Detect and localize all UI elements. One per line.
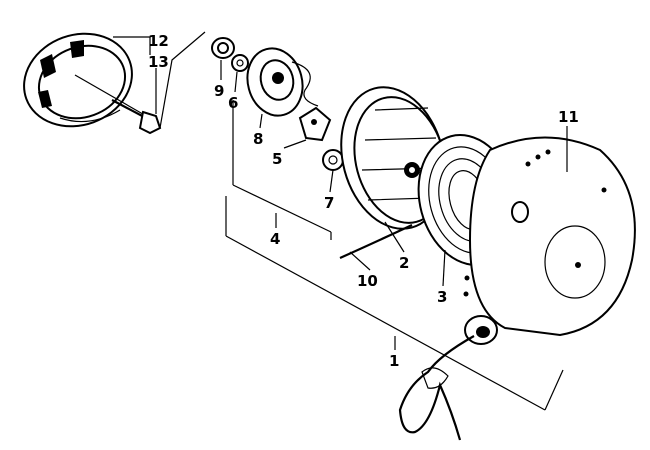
callout-12: 12 xyxy=(148,32,169,50)
callout-9: 9 xyxy=(214,82,224,100)
leader-lines xyxy=(113,36,568,411)
part-6-washer xyxy=(231,54,249,72)
callout-10: 10 xyxy=(357,272,378,290)
part-9-nut xyxy=(211,37,235,59)
part-13-bolt xyxy=(111,31,206,135)
callout-6: 6 xyxy=(228,94,238,112)
callout-1: 1 xyxy=(389,352,399,370)
part-7-washer xyxy=(322,149,344,171)
callout-4: 4 xyxy=(270,230,280,248)
housing xyxy=(463,136,636,345)
starter-rope-handle xyxy=(398,335,475,441)
callout-11: 11 xyxy=(558,108,579,126)
part-10-rope xyxy=(339,224,413,260)
callout-labels: 12 13 9 6 8 5 7 4 10 2 3 11 1 xyxy=(148,32,579,370)
callout-8: 8 xyxy=(253,130,263,148)
callout-2: 2 xyxy=(399,254,409,272)
callout-3: 3 xyxy=(437,288,447,306)
part-12-cup xyxy=(23,32,149,128)
part-8-hub xyxy=(246,47,319,117)
callout-13: 13 xyxy=(148,53,169,71)
callout-7: 7 xyxy=(324,194,334,212)
callout-5: 5 xyxy=(272,150,282,168)
part-5-pawl xyxy=(298,106,332,142)
